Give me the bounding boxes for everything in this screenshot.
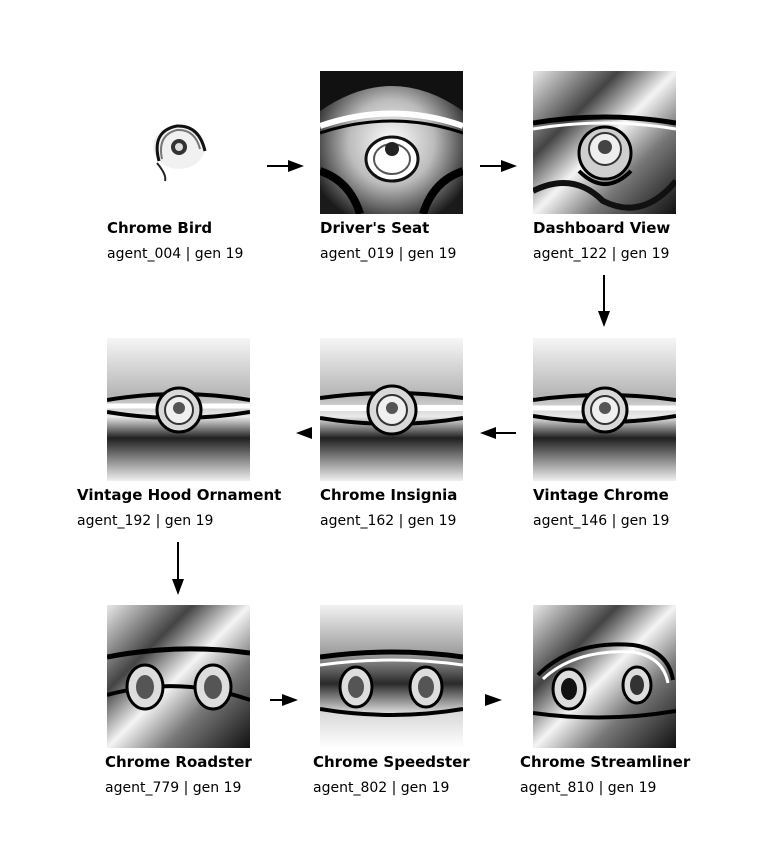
chrome-roadster-render bbox=[107, 605, 250, 748]
chrome-insignia-render bbox=[320, 338, 463, 481]
node-subtitle: agent_162 | gen 19 bbox=[320, 513, 457, 529]
node-subtitle: agent_122 | gen 19 bbox=[533, 246, 670, 262]
chrome-bird-render bbox=[107, 71, 250, 214]
node-title: Driver's Seat bbox=[320, 219, 430, 237]
chrome-speedster-render bbox=[320, 605, 463, 748]
arrow-left-icon bbox=[296, 427, 312, 439]
node-title: Chrome Insignia bbox=[320, 486, 458, 504]
arrow-left-icon bbox=[480, 427, 516, 439]
node-title: Vintage Hood Ornament bbox=[77, 486, 282, 504]
node-subtitle: agent_802 | gen 19 bbox=[313, 780, 450, 796]
arrow-right-icon bbox=[270, 694, 298, 706]
node-title: Chrome Bird bbox=[107, 219, 213, 237]
arrow-down-icon bbox=[598, 275, 610, 327]
dashboard-view-render bbox=[533, 71, 676, 214]
vintage-hood-ornament-render bbox=[107, 338, 250, 481]
arrow-right-icon bbox=[267, 160, 304, 172]
node-title: Vintage Chrome bbox=[533, 486, 669, 504]
vintage-chrome-render bbox=[533, 338, 676, 481]
chrome-streamliner-render bbox=[533, 605, 676, 748]
node-subtitle: agent_019 | gen 19 bbox=[320, 246, 457, 262]
node-subtitle: agent_779 | gen 19 bbox=[105, 780, 242, 796]
node-subtitle: agent_810 | gen 19 bbox=[520, 780, 657, 796]
drivers-seat-render bbox=[320, 71, 463, 214]
arrow-down-icon bbox=[172, 542, 184, 595]
node-title: Dashboard View bbox=[533, 219, 671, 237]
node-subtitle: agent_192 | gen 19 bbox=[77, 513, 214, 529]
node-subtitle: agent_004 | gen 19 bbox=[107, 246, 244, 262]
node-title: Chrome Roadster bbox=[105, 753, 252, 771]
node-title: Chrome Streamliner bbox=[520, 753, 691, 771]
node-title: Chrome Speedster bbox=[313, 753, 470, 771]
node-subtitle: agent_146 | gen 19 bbox=[533, 513, 670, 529]
arrow-right-icon bbox=[480, 160, 517, 172]
arrow-right-icon bbox=[485, 694, 502, 706]
